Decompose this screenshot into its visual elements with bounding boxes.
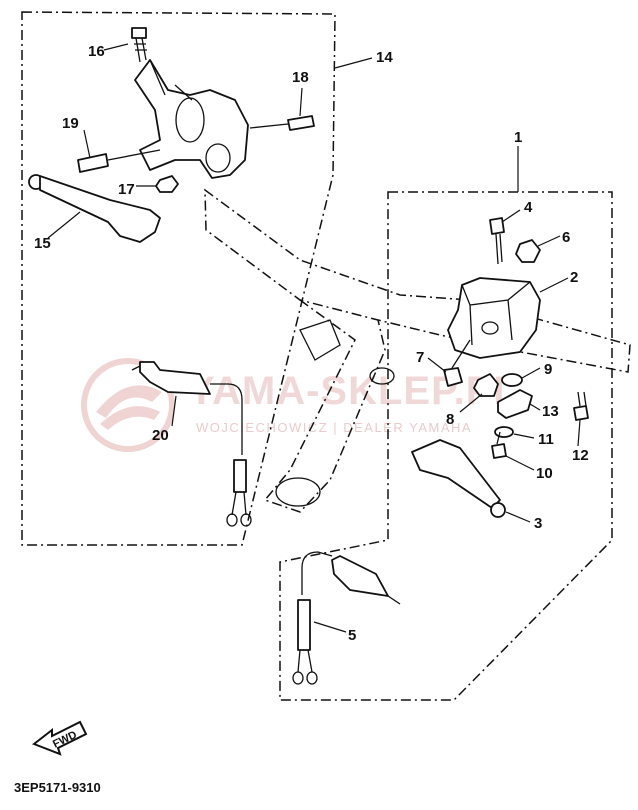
callout-12: 12 <box>572 447 589 464</box>
callout-17: 17 <box>118 181 135 198</box>
stop-switch-cable-20 <box>131 361 252 527</box>
fwd-label: FWD <box>51 729 79 751</box>
leader-lines <box>47 43 581 633</box>
callout-11: 11 <box>538 431 554 448</box>
callout-2: 2 <box>570 269 578 286</box>
throttle-housing-14 <box>134 59 249 179</box>
watermark-subtitle: WOJCIECHOWICZ | DEALER YAMAHA <box>196 420 472 435</box>
group-14-outline <box>21 11 336 546</box>
nut-8 <box>473 373 499 397</box>
callout-16: 16 <box>88 43 105 60</box>
throttle-housing-2 <box>447 277 541 359</box>
screw-19 <box>77 149 161 173</box>
bolt-12 <box>573 391 589 421</box>
group-1-outline <box>279 191 613 701</box>
screw-7 <box>443 339 471 387</box>
callout-20: 20 <box>152 427 169 444</box>
washer-9 <box>501 373 523 387</box>
washer-11 <box>494 426 514 438</box>
bolt-16 <box>131 27 147 63</box>
callout-6: 6 <box>562 229 570 246</box>
bolt-4 <box>489 217 505 265</box>
tiller-handle-phantom <box>204 188 631 513</box>
stop-switch-cable-5 <box>292 551 401 685</box>
link-plate-13 <box>497 389 533 419</box>
callout-19: 19 <box>62 115 79 132</box>
nut-6 <box>515 239 541 263</box>
callout-15: 15 <box>34 235 51 252</box>
callout-3: 3 <box>534 515 542 532</box>
lever-15 <box>28 174 161 243</box>
callout-4: 4 <box>524 199 533 216</box>
lever-3 <box>411 439 506 518</box>
callout-13: 13 <box>542 403 559 420</box>
drawing-code: 3EP5171-9310 <box>14 780 101 795</box>
callout-10: 10 <box>536 465 553 482</box>
callout-14: 14 <box>376 49 393 66</box>
watermark-title: YAMA-SKLEP.PL <box>188 369 519 413</box>
callout-9: 9 <box>544 361 552 378</box>
nut-17 <box>155 175 179 193</box>
callout-1: 1 <box>514 129 522 146</box>
fwd-arrow-icon: FWD <box>31 720 88 756</box>
callout-8: 8 <box>446 411 454 428</box>
callout-5: 5 <box>348 627 356 644</box>
watermark-logo <box>81 358 175 452</box>
screw-18 <box>249 115 315 131</box>
callout-18: 18 <box>292 69 309 86</box>
callout-7: 7 <box>416 349 424 366</box>
